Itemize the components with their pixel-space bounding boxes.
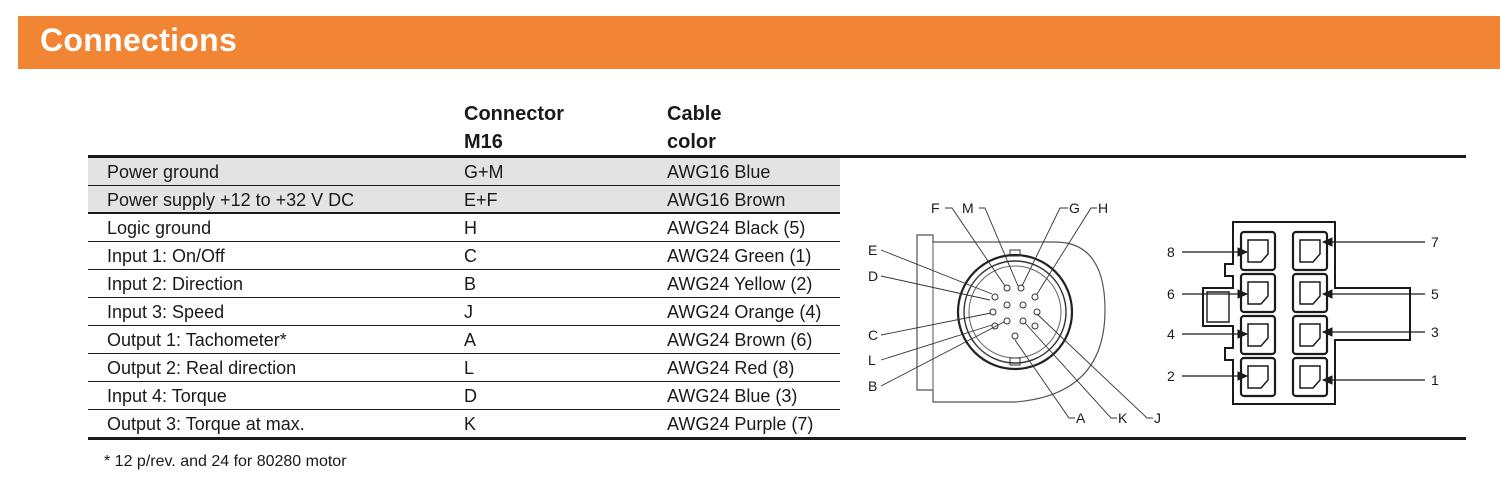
- power-rows-shading: [88, 158, 840, 214]
- molex-pin-label: 2: [1167, 368, 1175, 384]
- table-row: Input 4: Torque D AWG24 Blue (3): [88, 382, 840, 410]
- footnote: * 12 p/rev. and 24 for 80280 motor: [104, 453, 347, 470]
- m16-connector-drawing: F M G H E D C L B A K J: [868, 200, 1161, 426]
- row-divider: [88, 353, 840, 354]
- m16-pin-label: G: [1069, 200, 1080, 216]
- table-row: Output 2: Real direction L AWG24 Red (8): [88, 354, 840, 382]
- cable-color-cell: AWG24 Green (1): [667, 246, 812, 266]
- row-divider: [88, 409, 840, 410]
- table-row: Input 1: On/Off C AWG24 Green (1): [88, 242, 840, 270]
- molex-pin-label: 6: [1167, 286, 1175, 302]
- cable-color-cell: AWG16 Brown: [667, 190, 786, 210]
- molex-pin-label: 5: [1431, 286, 1439, 302]
- signal-cell: Input 1: On/Off: [107, 246, 225, 266]
- molex-pin-label: 4: [1167, 326, 1175, 342]
- connector-diagrams: F M G H E D C L B A K J: [868, 200, 1439, 426]
- m16-pin-label: D: [868, 268, 878, 284]
- table-row: Input 2: Direction B AWG24 Yellow (2): [88, 270, 840, 298]
- signal-cell: Power supply +12 to +32 V DC: [107, 190, 355, 210]
- connector-pin-cell: H: [464, 218, 477, 238]
- m16-pin-label: H: [1098, 200, 1108, 216]
- table-row: Output 3: Torque at max. K AWG24 Purple (7…: [88, 410, 840, 438]
- connector-pin-cell: E+F: [464, 190, 498, 210]
- m16-pin-label: M: [962, 200, 974, 216]
- connector-pin-cell: G+M: [464, 162, 504, 182]
- cable-color-cell: AWG24 Blue (3): [667, 386, 798, 406]
- m16-pin-label: K: [1118, 410, 1128, 426]
- table-row: Power supply +12 to +32 V DC E+F AWG16 Bro…: [88, 186, 840, 214]
- cable-color-cell: AWG24 Purple (7): [667, 414, 814, 434]
- column-header-cable-color: Cable color: [667, 100, 721, 156]
- table-row: Logic ground H AWG24 Black (5): [88, 214, 840, 242]
- m16-pin-label: C: [868, 327, 878, 343]
- column-header-line: M16: [464, 131, 503, 153]
- column-header-line: Cable: [667, 103, 722, 125]
- molex-pin-label: 7: [1431, 234, 1439, 250]
- row-divider: [88, 381, 840, 382]
- signal-cell: Input 2: Direction: [107, 274, 244, 294]
- row-divider: [88, 325, 840, 326]
- molex-pin-label: 3: [1431, 324, 1439, 340]
- table-row: Power ground G+M AWG16 Blue: [88, 158, 840, 186]
- cable-color-cell: AWG24 Red (8): [667, 358, 795, 378]
- row-divider: [88, 212, 840, 214]
- connector-pin-cell: B: [464, 274, 477, 294]
- row-divider: [88, 185, 840, 186]
- molex-pin-label: 8: [1167, 244, 1175, 260]
- m16-pin-label: B: [868, 378, 877, 394]
- m16-pin-label: F: [931, 200, 940, 216]
- column-header-connector: Connector M16: [464, 100, 564, 156]
- signal-cell: Input 3: Speed: [107, 302, 225, 322]
- connector-pin-cell: J: [464, 302, 473, 322]
- cable-color-cell: AWG24 Brown (6): [667, 330, 813, 350]
- connector-pin-cell: C: [464, 246, 477, 266]
- signal-cell: Power ground: [107, 162, 220, 182]
- m16-pin-label: L: [868, 352, 876, 368]
- signal-cell: Input 4: Torque: [107, 386, 227, 406]
- table-row: Input 3: Speed J AWG24 Orange (4): [88, 298, 840, 326]
- row-divider: [88, 241, 840, 242]
- section-banner: Connections: [18, 16, 1500, 69]
- table-bottom-rule: [88, 437, 1466, 440]
- m16-pin-label: A: [1076, 410, 1086, 426]
- connector-pin-cell: K: [464, 414, 477, 434]
- signal-cell: Output 2: Real direction: [107, 358, 297, 378]
- column-header-line: Connector: [464, 103, 564, 125]
- signal-cell: Output 3: Torque at max.: [107, 414, 305, 434]
- table-top-rule: [88, 155, 1466, 158]
- m16-pin-label: E: [868, 242, 877, 258]
- molex-pin-label: 1: [1431, 372, 1439, 388]
- cable-color-cell: AWG24 Black (5): [667, 218, 806, 238]
- cable-color-cell: AWG24 Orange (4): [667, 302, 822, 322]
- signal-cell: Output 1: Tachometer*: [107, 330, 287, 350]
- connector-pin-cell: D: [464, 386, 477, 406]
- row-divider: [88, 297, 840, 298]
- cable-color-cell: AWG24 Yellow (2): [667, 274, 813, 294]
- m16-pin-label: J: [1154, 410, 1161, 426]
- signal-cell: Logic ground: [107, 218, 212, 238]
- column-header-line: color: [667, 131, 716, 153]
- row-divider: [88, 269, 840, 270]
- cable-color-cell: AWG16 Blue: [667, 162, 771, 182]
- molex-connector-drawing: 8 7 6 5 4 3 2 1: [1167, 221, 1439, 405]
- table-row: Output 1: Tachometer* A AWG24 Brown (6): [88, 326, 840, 354]
- section-title: Connections: [40, 22, 238, 58]
- connector-pin-cell: A: [464, 330, 477, 350]
- connector-pin-cell: L: [464, 358, 475, 378]
